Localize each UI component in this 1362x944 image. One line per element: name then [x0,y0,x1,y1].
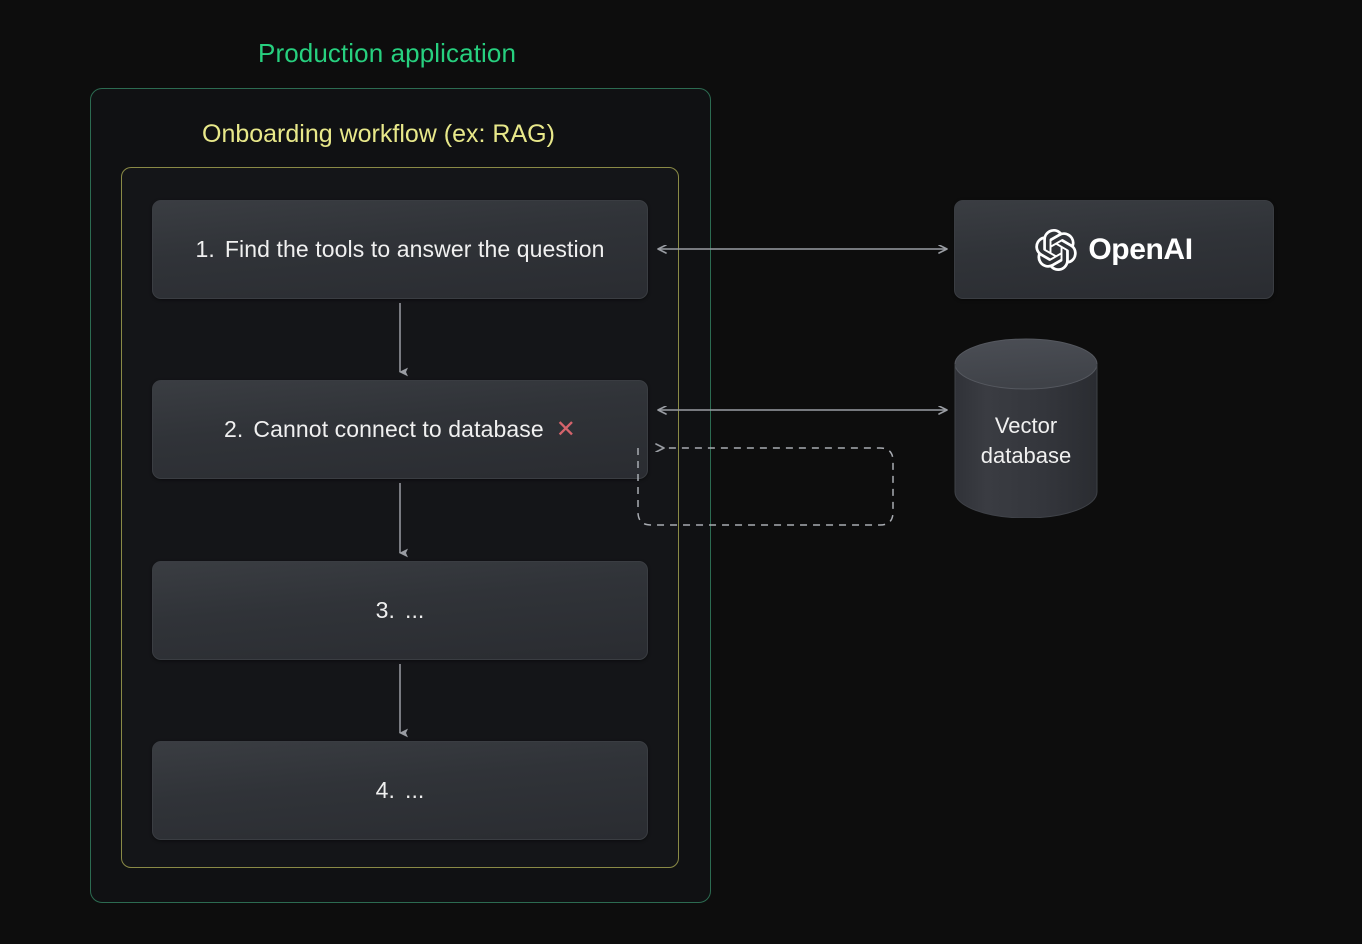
step-4-number: 4. [375,777,395,803]
step-4-text: ... [404,777,425,803]
step-3-text: ... [404,597,425,623]
vector-database-node[interactable] [953,338,1099,518]
step-1-number: 1. [195,236,215,262]
workflow-step-4[interactable]: 4. ... [152,741,648,840]
openai-logo-icon [1035,228,1078,271]
workflow-step-3[interactable]: 3. ... [152,561,648,660]
step-2-text: Cannot connect to database [253,416,544,442]
error-x-icon: ✕ [555,415,576,443]
openai-wordmark: OpenAI [1088,232,1193,266]
step-3-number: 3. [375,597,395,623]
production-application-label: Production application [258,38,517,68]
step-2-number: 2. [224,416,244,442]
step-1-text: Find the tools to answer the question [224,236,605,262]
openai-node[interactable]: OpenAI [954,200,1274,299]
workflow-step-2[interactable]: 2. Cannot connect to database ✕ [152,380,648,479]
onboarding-workflow-label: Onboarding workflow (ex: RAG) [202,120,555,148]
workflow-step-1[interactable]: 1. Find the tools to answer the question [152,200,648,299]
